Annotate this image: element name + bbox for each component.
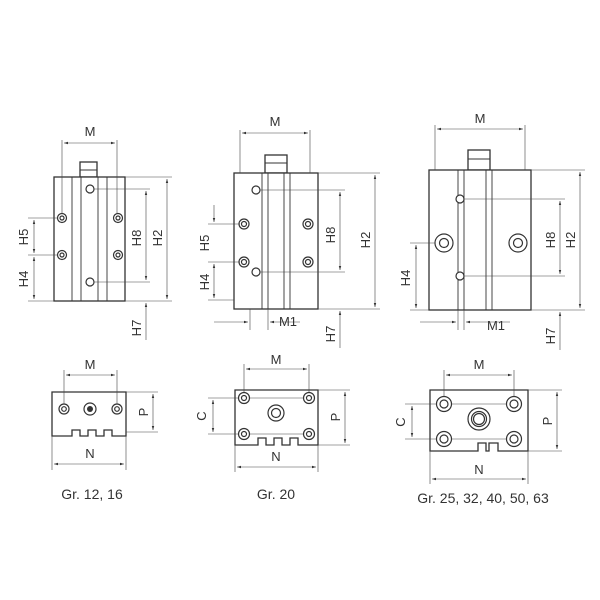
bottom-view-gr-25-63: M C P N Gr. 25, 32, 40, 50, 63 bbox=[393, 357, 562, 506]
dim-p-label: P bbox=[328, 413, 343, 422]
cylinder-body bbox=[233, 172, 319, 310]
size-caption: Gr. 25, 32, 40, 50, 63 bbox=[417, 490, 549, 506]
dim-h2-label: H2 bbox=[358, 232, 373, 249]
dim-p-label: P bbox=[136, 408, 151, 417]
dim-p-label: P bbox=[540, 417, 555, 426]
dim-h8-label: H8 bbox=[129, 230, 144, 247]
mounting-holes bbox=[434, 194, 528, 281]
dim-n-label: N bbox=[474, 462, 483, 477]
dim-c-label: C bbox=[194, 411, 209, 420]
mounting-holes bbox=[238, 185, 314, 277]
dim-m-label: M bbox=[85, 357, 96, 372]
piston-pin bbox=[264, 154, 288, 174]
dim-h8-label: H8 bbox=[323, 227, 338, 244]
dim-h7-label: H7 bbox=[543, 328, 558, 345]
cylinder-body bbox=[53, 176, 126, 302]
dim-h2-label: H2 bbox=[563, 232, 578, 249]
dim-h5-label: H5 bbox=[16, 229, 31, 246]
dim-n-label: N bbox=[271, 449, 280, 464]
dim-m-label: M bbox=[270, 114, 281, 129]
dim-h7-label: H7 bbox=[323, 326, 338, 343]
dim-c-label: C bbox=[393, 417, 408, 426]
front-view-gr-20: M H8 H2 H5 H4 M1 H7 bbox=[197, 114, 380, 348]
mounting-holes bbox=[56, 184, 124, 287]
bottom-view-gr-20: M C P N Gr. 20 bbox=[194, 352, 350, 502]
dim-h8-label: H8 bbox=[543, 232, 558, 249]
dim-m-label: M bbox=[271, 352, 282, 367]
dim-h4-label: H4 bbox=[16, 271, 31, 288]
dim-n-label: N bbox=[85, 446, 94, 461]
piston-pin bbox=[467, 149, 491, 171]
dim-h2-label: H2 bbox=[150, 230, 165, 247]
piston-pin bbox=[79, 161, 98, 178]
dim-m1-label: M1 bbox=[279, 314, 297, 329]
size-caption: Gr. 12, 16 bbox=[61, 486, 123, 502]
front-view-gr-12-16: M H8 H2 H5 H4 H7 bbox=[16, 124, 172, 340]
dim-h4-label: H4 bbox=[197, 274, 212, 291]
dim-h5-label: H5 bbox=[197, 235, 212, 252]
size-caption: Gr. 20 bbox=[257, 486, 295, 502]
dim-m1-label: M1 bbox=[487, 318, 505, 333]
bottom-view-gr-12-16: M P N Gr. 12, 16 bbox=[51, 357, 158, 502]
dim-h4-label: H4 bbox=[398, 270, 413, 287]
dim-m-label: M bbox=[474, 357, 485, 372]
front-view-gr-25-63: M H8 H2 H4 M1 H7 bbox=[398, 111, 585, 350]
dim-m-label: M bbox=[85, 124, 96, 139]
dim-h7-label: H7 bbox=[129, 320, 144, 337]
dim-m-label: M bbox=[475, 111, 486, 126]
